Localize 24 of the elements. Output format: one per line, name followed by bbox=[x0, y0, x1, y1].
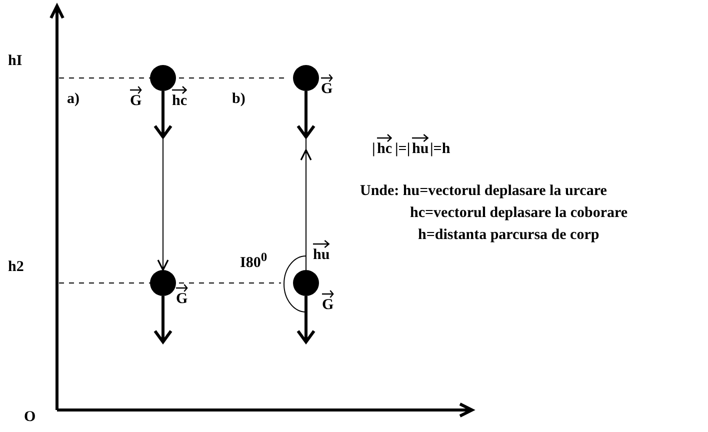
vector-label: hc bbox=[377, 134, 392, 158]
vector-label: G bbox=[322, 290, 334, 314]
text-label: a) bbox=[67, 90, 80, 108]
text-label: h2 bbox=[8, 258, 24, 276]
ball bbox=[293, 270, 319, 296]
text-label: hI bbox=[8, 52, 22, 70]
text-label: b) bbox=[232, 90, 246, 108]
text-label: | bbox=[372, 140, 376, 158]
text-label: O bbox=[24, 408, 36, 426]
vector-label: G bbox=[130, 86, 142, 110]
ball bbox=[150, 65, 176, 91]
vector-label: hu bbox=[313, 240, 330, 264]
ball bbox=[293, 65, 319, 91]
text-label: h=distanta parcursa de corp bbox=[418, 226, 600, 244]
text-label: |=h bbox=[430, 140, 450, 158]
text-label: |=| bbox=[395, 140, 410, 158]
vector-label: G bbox=[176, 284, 188, 308]
vector-label: hc bbox=[172, 86, 187, 110]
vector-label: G bbox=[321, 74, 333, 98]
text-label: I80$^{0}$ bbox=[240, 249, 268, 272]
text-label: Unde: hu=vectorul deplasare la urcare bbox=[360, 182, 607, 200]
ball bbox=[150, 270, 176, 296]
text-label: hc=vectorul deplasare la coborare bbox=[410, 204, 628, 222]
vector-label: hu bbox=[412, 134, 429, 158]
